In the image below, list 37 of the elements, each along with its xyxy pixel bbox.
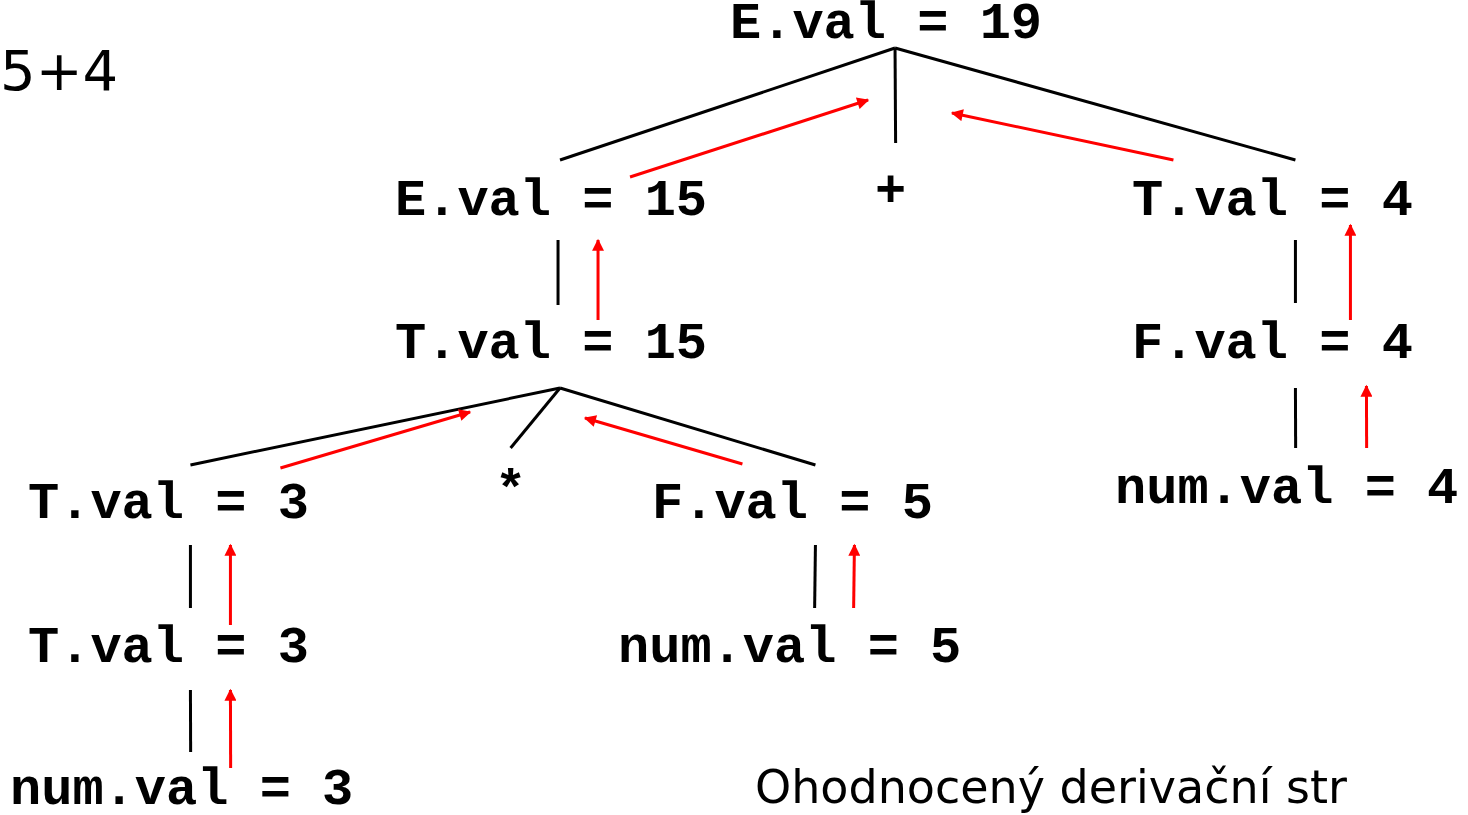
caption-text: Ohodnocený derivační str	[755, 762, 1347, 813]
tree-branch-line	[559, 46, 896, 162]
tree-branch-line	[556, 240, 560, 305]
tree-branch-line	[190, 386, 561, 467]
tree-node-label: T.val = 4	[1132, 179, 1413, 225]
tree-node-label: num.val = 5	[618, 626, 962, 672]
tree-branch-line	[813, 544, 817, 609]
tree-branch-line	[188, 690, 193, 752]
tree-node-label: E.val = 19	[730, 2, 1043, 48]
tree-branch-line	[509, 387, 562, 449]
arrow	[1344, 223, 1357, 320]
tree-node-label: F.val = 5	[652, 482, 933, 528]
tree-node-label: num.val = 4	[1115, 467, 1459, 513]
tree-node-label: num.val = 3	[10, 768, 354, 814]
expression-text: 5+4	[0, 40, 119, 102]
arrow	[224, 543, 237, 625]
arrow	[280, 409, 472, 470]
tree-branch-line	[188, 545, 192, 608]
arrow	[1360, 384, 1373, 448]
tree-branch-line	[1293, 240, 1297, 303]
arrow	[629, 97, 870, 179]
tree-node-label: *	[495, 470, 527, 516]
tree-branch-line	[893, 48, 898, 143]
tree-node-label: T.val = 3	[28, 482, 309, 528]
arrow	[583, 415, 743, 466]
arrow	[592, 238, 605, 320]
tree-branch-line	[559, 386, 816, 467]
tree-node-label: F.val = 4	[1132, 322, 1413, 368]
tree-node-label: E.val = 15	[395, 179, 708, 225]
arrow	[950, 109, 1174, 162]
tree-node-label: T.val = 15	[395, 322, 708, 368]
tree-branch-line	[1293, 388, 1298, 448]
arrow	[848, 543, 861, 609]
arrow	[224, 688, 237, 768]
tree-branch-line	[894, 46, 1296, 162]
tree-node-label: +	[875, 170, 907, 216]
tree-node-label: T.val = 3	[28, 626, 309, 672]
